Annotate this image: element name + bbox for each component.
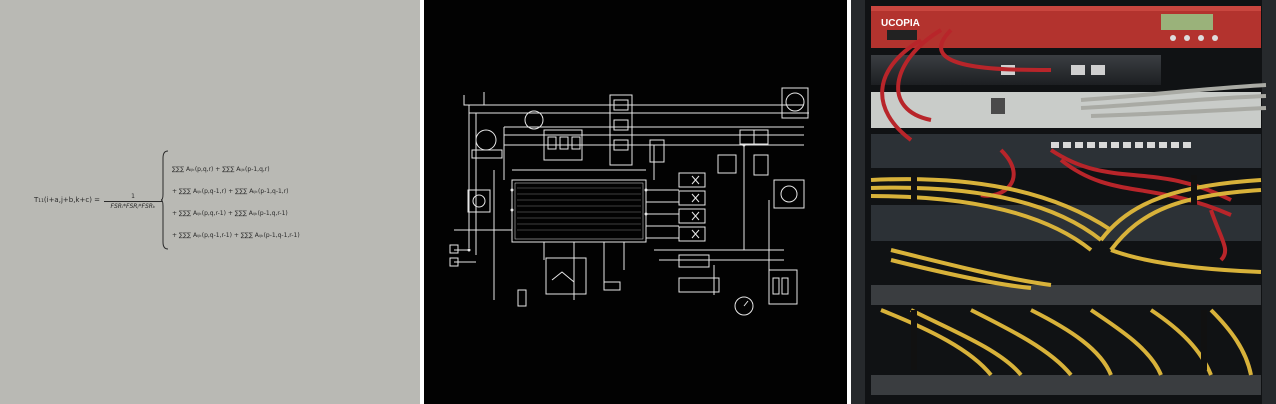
formula-term-2: + ∑∑∑ Aᵢⱼₖ(p,q-1,r) + ∑∑∑ Aᵢⱼₖ(p-1,q-1,r… bbox=[172, 188, 289, 195]
formula-term-3: + ∑∑∑ Aᵢⱼₖ(p,q,r-1) + ∑∑∑ Aᵢⱼₖ(p-1,q,r-1… bbox=[172, 210, 288, 217]
formula-lhs: T₁₁(i+a,j+b,k+c) = bbox=[34, 196, 101, 204]
formula-panel: T₁₁(i+a,j+b,k+c) = 1 FSRᵢ*FSRⱼ*FSRₖ ∑∑∑ … bbox=[0, 0, 420, 404]
schematic-panel bbox=[424, 0, 847, 404]
relay-block bbox=[543, 129, 583, 161]
patch-panel bbox=[871, 375, 1261, 395]
server-rack-photo: UCOPIA bbox=[851, 0, 1276, 404]
appliance-brand: UCOPIA bbox=[881, 18, 920, 29]
formula-term-4: + ∑∑∑ Aᵢⱼₖ(p,q-1,r-1) + ∑∑∑ Aᵢⱼₖ(p-1,q-1… bbox=[172, 232, 300, 239]
server-rack-illustration: UCOPIA bbox=[851, 0, 1276, 404]
panel-divider bbox=[847, 0, 851, 404]
formula-fraction: 1 FSRᵢ*FSRⱼ*FSRₖ bbox=[104, 193, 162, 210]
panel-divider bbox=[420, 0, 424, 404]
relay-block bbox=[609, 94, 633, 166]
circuit-schematic bbox=[449, 87, 809, 316]
formula-term-1: ∑∑∑ Aᵢⱼₖ(p,q,r) + ∑∑∑ Aᵢⱼₖ(p-1,q,r) bbox=[172, 166, 270, 173]
relay-block bbox=[545, 257, 587, 295]
patch-panel bbox=[871, 285, 1261, 305]
left-brace-icon bbox=[161, 150, 169, 250]
formula-denominator: FSRᵢ*FSRⱼ*FSRₖ bbox=[110, 203, 156, 210]
central-chip bbox=[511, 179, 647, 243]
formula-numerator: 1 bbox=[104, 193, 162, 202]
